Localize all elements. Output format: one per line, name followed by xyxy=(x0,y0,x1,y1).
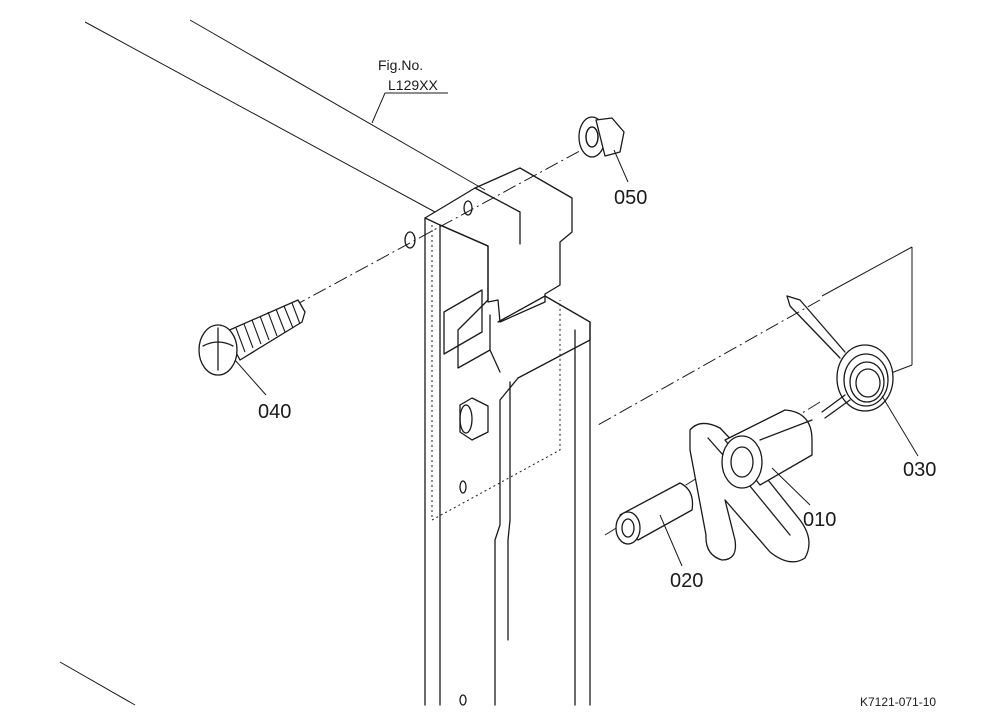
part-010-lever xyxy=(689,409,813,563)
callout-010: 010 xyxy=(803,509,836,531)
callout-050: 050 xyxy=(614,187,647,209)
part-040-round-head-screw xyxy=(198,299,306,376)
callout-040: 040 xyxy=(258,401,291,423)
callout-020: 020 xyxy=(670,570,703,592)
bracket-post xyxy=(404,167,591,706)
figure-ref-label: Fig.No. xyxy=(378,57,423,73)
callout-leaders xyxy=(234,149,919,567)
figure-ref-leader xyxy=(371,92,448,124)
drawing-code: K7121-071-10 xyxy=(860,695,936,709)
part-020-bushing xyxy=(615,482,694,545)
part-050-flange-nut xyxy=(578,116,625,158)
callout-030: 030 xyxy=(903,459,936,481)
figure-ref-number: L129XX xyxy=(388,77,438,93)
panel-outline xyxy=(59,19,913,706)
part-030-torsion-spring xyxy=(786,295,894,419)
